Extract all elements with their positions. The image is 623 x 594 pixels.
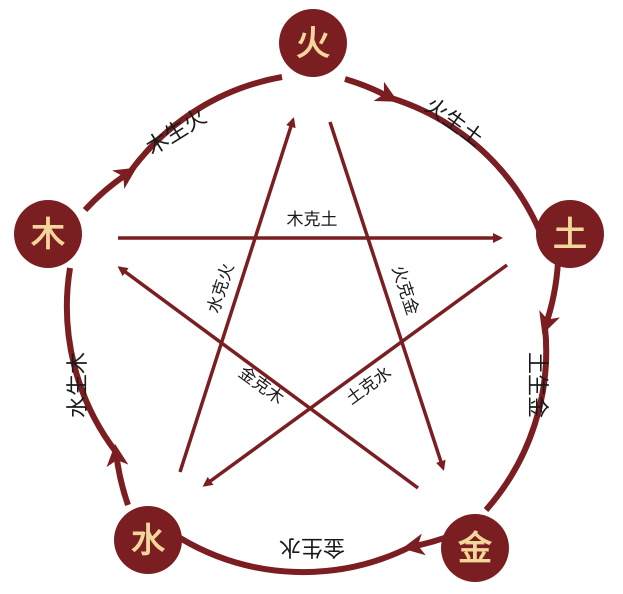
arc-wood-fire <box>82 167 137 213</box>
node-earth: 土 <box>536 200 604 268</box>
controlling-star <box>117 117 509 490</box>
watermark-text: 悟空问答 <box>522 569 586 588</box>
arc-fire-earth-b <box>390 95 543 234</box>
arc-earth-metal <box>539 261 561 335</box>
line-water-fire <box>178 117 296 473</box>
arc-water-wood <box>106 444 131 506</box>
watermark-logo-icon <box>497 569 515 587</box>
label-wood-earth: 木克土 <box>287 210 338 230</box>
arc-fire-earth <box>344 76 399 102</box>
node-fire-label: 火 <box>296 24 330 64</box>
node-wood: 木 <box>14 200 82 268</box>
label-metal-water: 金生水 <box>279 534 345 559</box>
label-metal-wood: 金克木 <box>234 363 287 409</box>
node-wood-label: 木 <box>30 215 65 255</box>
line-metal-wood <box>117 266 420 490</box>
label-wood-fire: 木生火 <box>142 104 211 160</box>
label-fire-earth: 火生土 <box>420 93 488 152</box>
arc-water-wood-b <box>63 267 119 454</box>
label-water-wood: 水生木 <box>66 352 91 418</box>
node-metal-label: 金 <box>457 529 493 569</box>
node-fire: 火 <box>279 9 347 77</box>
line-earth-water <box>202 263 509 487</box>
arc-metal-water-b <box>178 535 412 576</box>
generating-cycle <box>63 74 561 576</box>
node-metal: 金 <box>441 514 509 582</box>
line-fire-metal <box>328 121 446 471</box>
arc-earth-metal-b <box>483 326 550 512</box>
watermark: 悟空问答 <box>497 569 586 588</box>
node-water-label: 水 <box>131 521 166 561</box>
node-earth-label: 土 <box>553 215 587 255</box>
label-earth-water: 土克水 <box>343 363 396 409</box>
label-earth-metal: 土生金 <box>524 352 549 418</box>
node-water: 水 <box>114 506 182 574</box>
arc-wood-fire-b <box>127 74 283 174</box>
